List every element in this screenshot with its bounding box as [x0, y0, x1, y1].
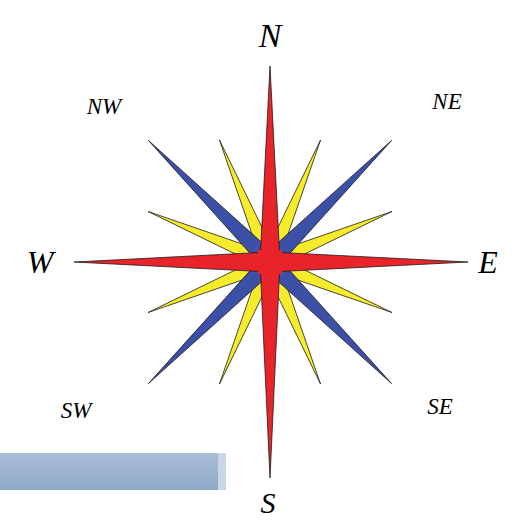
red-point: [74, 252, 276, 272]
blue-point: [148, 256, 276, 384]
red-point: [260, 256, 280, 478]
red-point: [260, 66, 280, 268]
direction-label: SE: [427, 395, 453, 418]
direction-label: SW: [61, 399, 92, 422]
red-point: [264, 252, 468, 272]
direction-label: S: [261, 488, 276, 518]
direction-label: NW: [87, 95, 122, 118]
blue-point: [264, 140, 392, 268]
banner-edge: [218, 453, 226, 490]
blue-point: [148, 140, 276, 268]
direction-label: E: [478, 246, 498, 278]
direction-label: N: [259, 19, 282, 53]
banner-bar: [0, 453, 218, 490]
direction-label: W: [27, 246, 54, 278]
direction-label: NE: [432, 90, 461, 113]
center-hub: [258, 250, 282, 274]
blue-point: [264, 256, 392, 384]
